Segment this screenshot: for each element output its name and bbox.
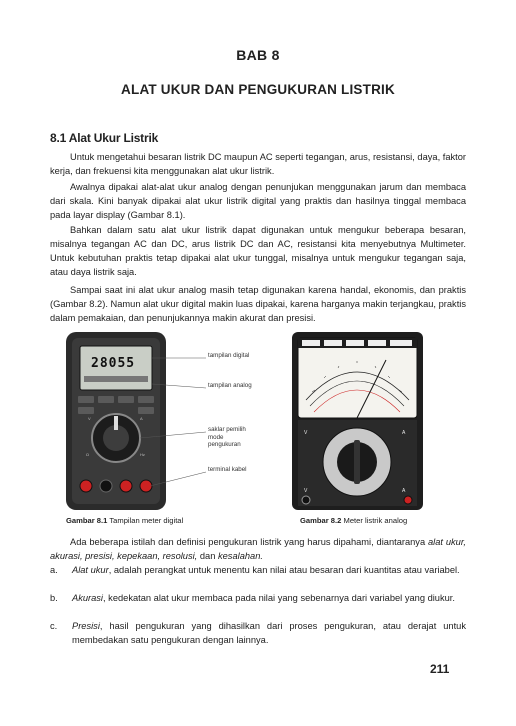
definition-term: Presisi	[72, 621, 100, 631]
definition-item-c: c. Presisi, hasil pengukuran yang dihasi…	[50, 619, 466, 647]
paragraph-1-text: Untuk mengetahui besaran listrik DC maup…	[50, 152, 466, 177]
chapter-title: ALAT UKUR DAN PENGUKURAN LISTRIK	[121, 82, 395, 97]
section-heading: 8.1 Alat Ukur Listrik	[50, 131, 159, 145]
terms-intro-paragraph: Ada beberapa istilah dan definisi penguk…	[50, 535, 466, 563]
paragraph-4-text: Sampai saat ini alat ukur analog masih t…	[50, 285, 466, 324]
svg-text:A: A	[140, 416, 143, 421]
definition-term: Akurasi	[72, 593, 104, 603]
definition-marker: b.	[50, 593, 58, 603]
figure-1-caption-text: Tampilan meter digital	[109, 516, 184, 525]
terms-intro-text: Ada beberapa istilah dan definisi penguk…	[70, 537, 426, 547]
svg-text:Hz: Hz	[140, 452, 145, 457]
definition-text: , kedekatan alat ukur membaca pada nilai…	[103, 593, 455, 603]
svg-text:V: V	[304, 488, 308, 494]
definition-item-b: b. Akurasi, kedekatan alat ukur membaca …	[50, 591, 466, 605]
definition-item-a: a. Alat ukur, adalah perangkat untuk men…	[50, 563, 466, 577]
figure-analog-meter: V A V A	[290, 330, 425, 512]
figure-1-caption-label: Gambar 8.1	[66, 516, 108, 525]
definition-text: , hasil pengukuran yang dihasilkan dari …	[72, 621, 466, 646]
callout-digital-display: tampilan digital	[208, 352, 250, 359]
callout-analog-display: tampilan analog	[208, 382, 252, 389]
terms-last: kesalahan.	[217, 551, 263, 562]
definition-text: , adalah perangkat untuk menentu kan nil…	[108, 565, 460, 575]
chapter-label: BAB 8	[236, 47, 280, 63]
figure-1-caption: Gambar 8.1 Tampilan meter digital	[66, 516, 183, 525]
terms-and: dan	[199, 551, 216, 562]
svg-text:V: V	[88, 416, 91, 421]
callout-cable-terminal: terminal kabel	[208, 466, 247, 473]
paragraph-3-text: Bahkan dalam satu alat ukur listrik dapa…	[50, 225, 466, 278]
digital-display-value: 28055	[91, 356, 136, 371]
paragraph-2: Awalnya dipakai alat-alat ukur analog de…	[50, 180, 466, 222]
paragraph-4: Sampai saat ini alat ukur analog masih t…	[50, 283, 466, 325]
paragraph-1: Untuk mengetahui besaran listrik DC maup…	[50, 150, 466, 178]
analog-multimeter-illustration: V A V A	[292, 332, 423, 510]
digital-multimeter-illustration: V A Ω Hz	[66, 332, 207, 510]
figure-2-caption: Gambar 8.2 Meter listrik analog	[300, 516, 407, 525]
paragraph-2-text: Awalnya dipakai alat-alat ukur analog de…	[50, 182, 466, 221]
figure-2-caption-label: Gambar 8.2	[300, 516, 342, 525]
definition-marker: a.	[50, 565, 58, 575]
svg-text:A: A	[402, 430, 406, 436]
paragraph-3: Bahkan dalam satu alat ukur listrik dapa…	[50, 223, 466, 279]
terms-list: alat ukur, akurasi, presisi, kepekaan, r…	[50, 537, 466, 562]
callout-mode-selector: saklar pemilih mode pengukuran	[208, 426, 246, 448]
svg-text:V: V	[304, 430, 308, 436]
svg-text:A: A	[402, 488, 406, 494]
figure-2-caption-text: Meter listrik analog	[343, 516, 408, 525]
definition-marker: c.	[50, 621, 58, 631]
definition-term: Alat ukur	[72, 565, 109, 575]
page-number: 211	[430, 662, 450, 676]
svg-text:Ω: Ω	[86, 452, 89, 457]
figure-digital-meter: V A Ω Hz 28055 tampilan digital tampilan an…	[58, 330, 258, 512]
